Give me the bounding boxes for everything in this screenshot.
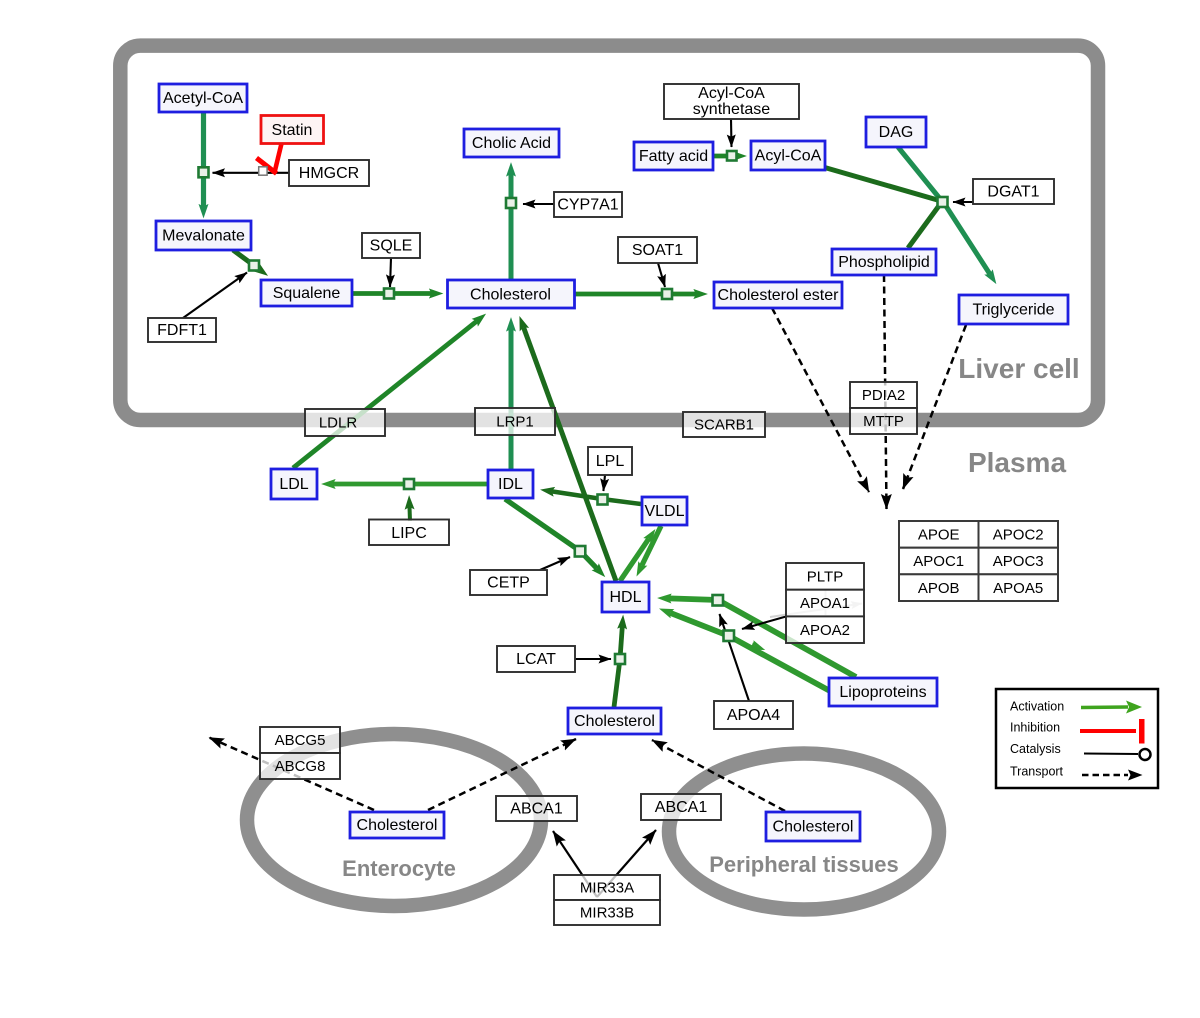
svg-text:Peripheral tissues: Peripheral tissues <box>709 852 899 877</box>
svg-text:DAG: DAG <box>879 124 914 141</box>
svg-text:Cholesterol: Cholesterol <box>470 287 551 304</box>
svg-text:Fatty acid: Fatty acid <box>639 148 708 165</box>
svg-text:Mevalonate: Mevalonate <box>162 228 245 245</box>
svg-text:APOA4: APOA4 <box>727 707 780 724</box>
svg-text:APOC3: APOC3 <box>993 553 1044 570</box>
svg-text:Transport: Transport <box>1010 765 1064 779</box>
svg-text:Acyl-CoA: Acyl-CoA <box>698 85 765 102</box>
svg-text:ABCA1: ABCA1 <box>655 799 708 816</box>
svg-text:LDLR: LDLR <box>319 415 358 432</box>
svg-text:Cholesterol: Cholesterol <box>773 819 854 836</box>
svg-text:SCARB1: SCARB1 <box>694 417 754 434</box>
svg-text:APOB: APOB <box>918 580 960 597</box>
svg-text:Phospholipid: Phospholipid <box>838 254 930 271</box>
svg-text:Plasma: Plasma <box>968 447 1066 478</box>
svg-text:LCAT: LCAT <box>516 651 556 668</box>
svg-text:APOA1: APOA1 <box>800 595 850 612</box>
svg-text:LIPC: LIPC <box>391 525 427 542</box>
svg-text:APOA2: APOA2 <box>800 622 850 639</box>
svg-text:APOE: APOE <box>918 527 960 544</box>
svg-text:SQLE: SQLE <box>370 238 413 255</box>
svg-text:Squalene: Squalene <box>273 285 341 302</box>
svg-text:Liver cell: Liver cell <box>958 353 1079 384</box>
svg-text:Enterocyte: Enterocyte <box>342 856 456 881</box>
svg-text:Acetyl-CoA: Acetyl-CoA <box>163 90 243 107</box>
svg-text:MIR33A: MIR33A <box>580 880 634 897</box>
svg-text:HMGCR: HMGCR <box>299 165 359 182</box>
svg-text:Cholesterol ester: Cholesterol ester <box>718 287 840 304</box>
svg-text:synthetase: synthetase <box>693 101 770 118</box>
svg-text:Inhibition: Inhibition <box>1010 721 1060 735</box>
svg-text:Acyl-CoA: Acyl-CoA <box>755 148 822 165</box>
svg-text:FDFT1: FDFT1 <box>157 322 207 339</box>
svg-text:APOC1: APOC1 <box>913 553 964 570</box>
svg-text:CETP: CETP <box>487 575 530 592</box>
svg-text:PDIA2: PDIA2 <box>862 387 905 404</box>
svg-text:APOA5: APOA5 <box>993 580 1043 597</box>
svg-text:Cholic Acid: Cholic Acid <box>472 135 551 152</box>
svg-text:ABCG5: ABCG5 <box>275 732 326 749</box>
svg-text:DGAT1: DGAT1 <box>987 184 1039 201</box>
svg-text:APOC2: APOC2 <box>993 527 1044 544</box>
svg-text:Lipoproteins: Lipoproteins <box>839 684 926 701</box>
svg-text:MIR33B: MIR33B <box>580 905 634 922</box>
svg-text:LRP1: LRP1 <box>496 414 534 431</box>
svg-text:Catalysis: Catalysis <box>1010 742 1061 756</box>
svg-text:ABCA1: ABCA1 <box>510 801 563 818</box>
svg-text:Statin: Statin <box>272 122 313 139</box>
svg-text:CYP7A1: CYP7A1 <box>557 197 618 214</box>
svg-text:VLDL: VLDL <box>644 503 684 520</box>
svg-text:Cholesterol: Cholesterol <box>357 817 438 834</box>
svg-text:Triglyceride: Triglyceride <box>972 302 1054 319</box>
svg-text:HDL: HDL <box>609 589 641 606</box>
svg-text:SOAT1: SOAT1 <box>632 242 683 259</box>
svg-text:PLTP: PLTP <box>807 569 843 586</box>
svg-text:IDL: IDL <box>498 476 523 493</box>
svg-text:Cholesterol: Cholesterol <box>574 713 655 730</box>
svg-text:LPL: LPL <box>596 453 625 470</box>
svg-text:Activation: Activation <box>1010 700 1064 714</box>
svg-text:MTTP: MTTP <box>863 413 904 430</box>
svg-text:ABCG8: ABCG8 <box>275 758 326 775</box>
svg-text:LDL: LDL <box>279 476 308 493</box>
